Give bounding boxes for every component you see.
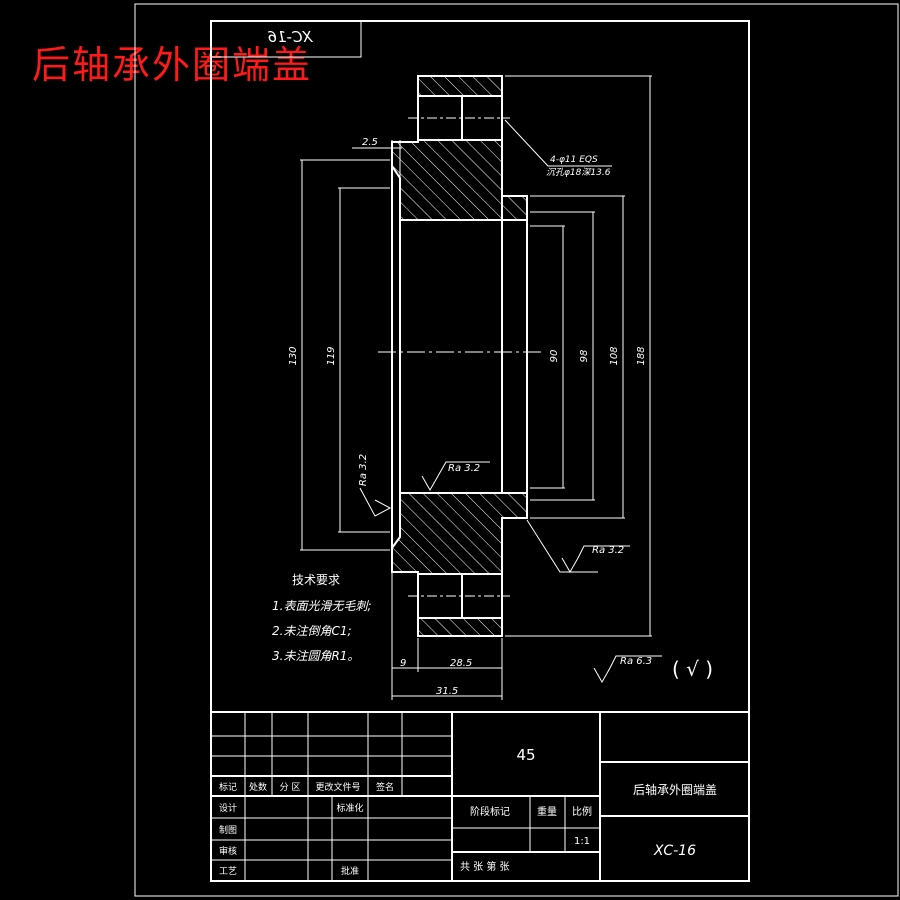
title-block-text: 45 后轴承外圈端盖 XC-16 标记 处数 分 区 更改文件号 签名 设计 标… xyxy=(219,746,717,877)
corner-code-text: XC-16 xyxy=(268,28,314,46)
ra-right-label: Ra 3.2 xyxy=(592,545,624,556)
tb-scale: 比例 xyxy=(572,805,592,818)
tb-sheets: 共 张 第 张 xyxy=(460,860,510,873)
tb-row-approve: 批准 xyxy=(341,865,359,877)
dimension-labels: 2.5 130 119 90 98 108 188 9 28.5 31.5 4-… xyxy=(288,137,647,697)
tb-col-mark: 标记 xyxy=(219,781,237,793)
tech-req-item-1: 1.表面光滑无毛刺; xyxy=(272,599,372,613)
sheet-outer-border xyxy=(134,3,899,897)
title-block xyxy=(210,711,750,882)
tb-row-review: 审核 xyxy=(219,845,237,857)
dim-188: 188 xyxy=(636,346,647,365)
tech-req-item-3: 3.未注圆角R1。 xyxy=(272,649,359,663)
ra-left-label: Ra 3.2 xyxy=(358,454,369,486)
hole-spec-line1: 4-φ11 EQS xyxy=(550,155,598,165)
tb-row-drafting: 制图 xyxy=(219,824,237,836)
dim-98: 98 xyxy=(579,350,590,363)
roughness-symbols xyxy=(359,461,662,684)
tb-stage-mark: 阶段标记 xyxy=(470,805,510,818)
tech-requirements: 技术要求 1.表面光滑无毛刺; 2.未注倒角C1; 3.未注圆角R1。 xyxy=(272,573,372,663)
tb-col-count: 处数 xyxy=(249,781,267,793)
tb-row-process: 工艺 xyxy=(219,866,237,877)
corner-code-box: XC-16 xyxy=(210,20,362,58)
dim-31-5: 31.5 xyxy=(436,686,458,697)
dimensions xyxy=(300,75,652,700)
tb-col-zone: 分 区 xyxy=(280,782,301,793)
dim-9: 9 xyxy=(400,658,406,669)
dim-90: 90 xyxy=(549,350,560,363)
dim-28-5: 28.5 xyxy=(450,658,472,669)
ra-general-rest: ( √ ) xyxy=(672,657,713,681)
hole-spec-line2: 沉孔φ18深13.6 xyxy=(546,167,611,178)
tb-row-design: 设计 xyxy=(219,802,237,814)
part-section-view xyxy=(378,75,545,637)
tb-col-changefile: 更改文件号 xyxy=(315,781,360,793)
page-title: 后轴承外圈端盖 xyxy=(32,43,313,87)
tb-row-standard: 标准化 xyxy=(336,802,363,814)
tb-scale-value: 1:1 xyxy=(574,836,590,847)
dim-2-5: 2.5 xyxy=(362,137,378,148)
ra-general-label: Ra 6.3 xyxy=(620,656,652,667)
tech-req-item-2: 2.未注倒角C1; xyxy=(272,624,352,638)
part-name-text: 后轴承外圈端盖 xyxy=(633,782,717,797)
tb-col-sign: 签名 xyxy=(376,781,394,793)
dim-130: 130 xyxy=(288,346,299,365)
drawing-no-text: XC-16 xyxy=(653,843,696,859)
dim-108: 108 xyxy=(609,346,620,365)
material-text: 45 xyxy=(516,746,535,764)
tech-req-title: 技术要求 xyxy=(292,573,340,587)
tb-weight: 重量 xyxy=(537,805,557,818)
ra-bore-label: Ra 3.2 xyxy=(448,463,480,474)
dim-119: 119 xyxy=(326,346,337,365)
